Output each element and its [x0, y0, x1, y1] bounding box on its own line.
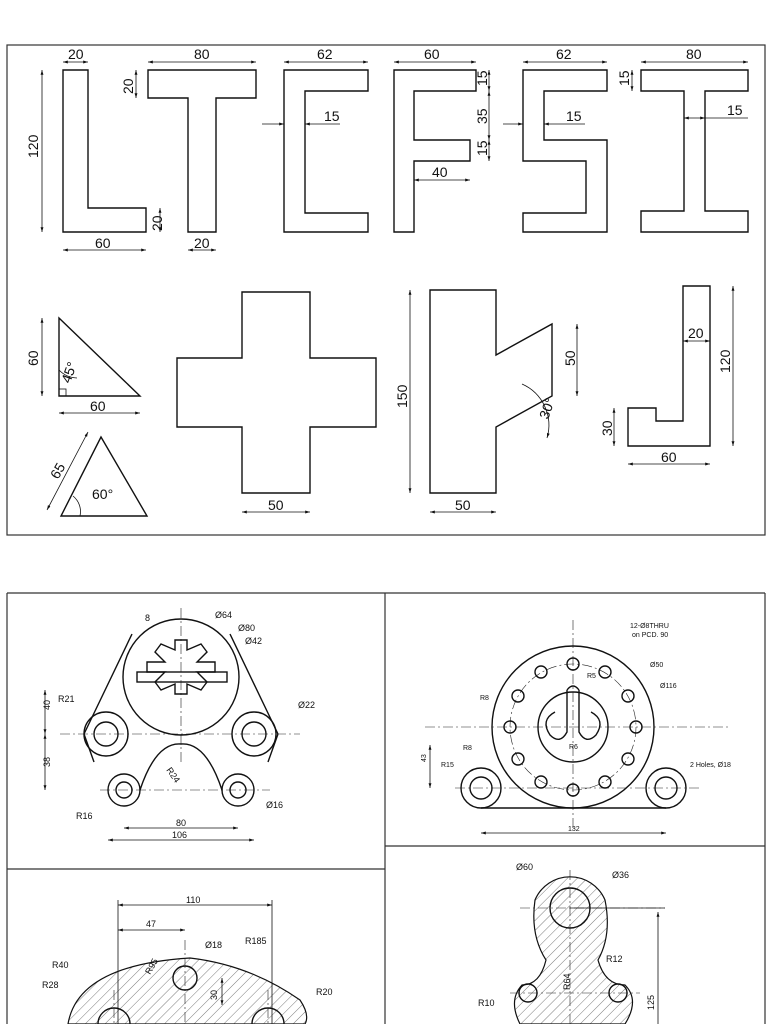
b-dim-r6: R6: [569, 744, 578, 751]
letter-i-shape: 80 15 15: [616, 46, 749, 233]
c-dim-47: 47: [146, 919, 156, 929]
j-shape: 20 120 30 60: [599, 285, 735, 466]
d-dim-125: 125: [646, 995, 656, 1010]
l-dim-height: 120: [25, 134, 41, 158]
b-note-holes2: on PCD. 90: [632, 632, 668, 639]
panel-b-drawing: 43 132 12-Ø8THRU on PCD. 90 Ø50 R5 Ø116 …: [421, 620, 731, 835]
f-dim-top: 15: [474, 70, 490, 86]
s-dim-thick: 15: [566, 108, 582, 124]
t-dim-stem: 20: [194, 235, 210, 251]
a-dim-80: 80: [176, 818, 186, 828]
l-dim-base: 60: [95, 235, 111, 251]
f-dim-gap: 35: [474, 108, 490, 124]
b-note-holes1: 12-Ø8THRU: [630, 623, 669, 630]
d-dim-r10: R10: [478, 998, 495, 1008]
c-dim-30: 30: [209, 990, 219, 1000]
a-dim-phi64: Ø64: [215, 610, 232, 620]
b-dim-43: 43: [421, 754, 428, 762]
a-dim-r16: R16: [76, 811, 93, 821]
a-dim-38: 38: [42, 757, 52, 767]
a-dim-phi22: Ø22: [298, 700, 315, 710]
k-dim-height: 150: [394, 384, 410, 408]
a-dim-phi42: Ø42: [245, 636, 262, 646]
d-dim-r12: R12: [606, 954, 623, 964]
a-dim-phi16: Ø16: [266, 800, 283, 810]
tri-dim-height: 60: [25, 350, 41, 366]
tri-dim-angle: 45°: [58, 360, 80, 385]
l-dim-foot: 20: [149, 215, 165, 231]
c-dim-r185: R185: [245, 936, 267, 946]
b-dim-r5: R5: [587, 673, 596, 680]
a-dim-r21: R21: [58, 694, 75, 704]
panel-c-drawing: 110 47 Ø18 R185 R40 R95 R28 30 R20: [42, 895, 333, 1024]
letter-t-shape: 80 20 20: [120, 46, 257, 252]
i-dim-flange: 15: [616, 70, 632, 86]
b-dim-phi116: Ø116: [660, 683, 677, 690]
f-dim-arm: 40: [432, 164, 448, 180]
b-dim-132: 132: [568, 826, 580, 833]
c-dim-110: 110: [186, 895, 200, 905]
d-dim-phi36: Ø36: [612, 870, 629, 880]
e-dim-width: 62: [317, 46, 333, 62]
i-dim-web: 15: [727, 102, 743, 118]
i-dim-width: 80: [686, 46, 702, 62]
letter-s-shape: 62 15: [503, 46, 608, 233]
letter-f-shape: 60 15 35 15 40: [393, 46, 491, 233]
l-dim-width: 20: [68, 46, 84, 62]
cross-shape: 50: [176, 291, 377, 514]
d-dim-phi60: Ø60: [516, 862, 533, 872]
letter-l-shape: 20 120 20 60: [25, 46, 165, 252]
s-dim-width: 62: [556, 46, 572, 62]
c-dim-r20: R20: [316, 987, 333, 997]
a-dim-phi80: Ø80: [238, 623, 255, 633]
k-shape: 150 50 30° 50: [394, 289, 579, 514]
top-panel-frame: [6, 44, 766, 536]
b-dim-r15: R15: [441, 762, 454, 769]
b-dim-r8a: R8: [480, 695, 489, 702]
panel-a-drawing: 40 38 80 106 8 Ø64 Ø80 Ø42 R21 Ø22 R24 R…: [42, 608, 315, 842]
a-dim-8: 8: [145, 613, 150, 623]
c-dim-phi18: Ø18: [205, 940, 222, 950]
b-note-holes18: 2 Holes, Ø18: [690, 762, 731, 769]
j-dim-height: 120: [717, 349, 733, 373]
tri-dim-base: 60: [90, 398, 106, 414]
e-dim-thick: 15: [324, 108, 340, 124]
panel-d-drawing: 125 Ø60 Ø36 R12 R64 R10: [478, 862, 665, 1024]
equilateral-triangle-shape: 65 60°: [46, 431, 149, 517]
t-dim-width: 80: [194, 46, 210, 62]
j-dim-hook: 30: [599, 420, 615, 436]
cross-dim-width: 50: [268, 497, 284, 513]
c-dim-r28: R28: [42, 980, 59, 990]
b-dim-r8b: R8: [463, 745, 472, 752]
c-dim-r40: R40: [52, 960, 69, 970]
letter-e-shape: 62 15: [262, 46, 369, 233]
d-dim-r64: R64: [562, 973, 572, 990]
eq-tri-dim-side: 65: [47, 460, 69, 482]
a-dim-r24: R24: [164, 765, 182, 784]
b-dim-phi50: Ø50: [650, 662, 663, 669]
a-dim-106: 106: [172, 830, 187, 840]
k-dim-angle: 30°: [536, 396, 558, 421]
f-dim-mid: 15: [474, 140, 490, 156]
t-dim-top: 20: [120, 78, 136, 94]
eq-tri-dim-angle: 60°: [92, 486, 113, 502]
j-dim-stem: 20: [688, 325, 704, 341]
k-dim-arm: 50: [562, 350, 578, 366]
j-dim-base: 60: [661, 449, 677, 465]
a-dim-40: 40: [42, 700, 52, 710]
f-dim-width: 60: [424, 46, 440, 62]
right-triangle-shape: 60 45° 60: [25, 316, 142, 415]
k-dim-base: 50: [455, 497, 471, 513]
